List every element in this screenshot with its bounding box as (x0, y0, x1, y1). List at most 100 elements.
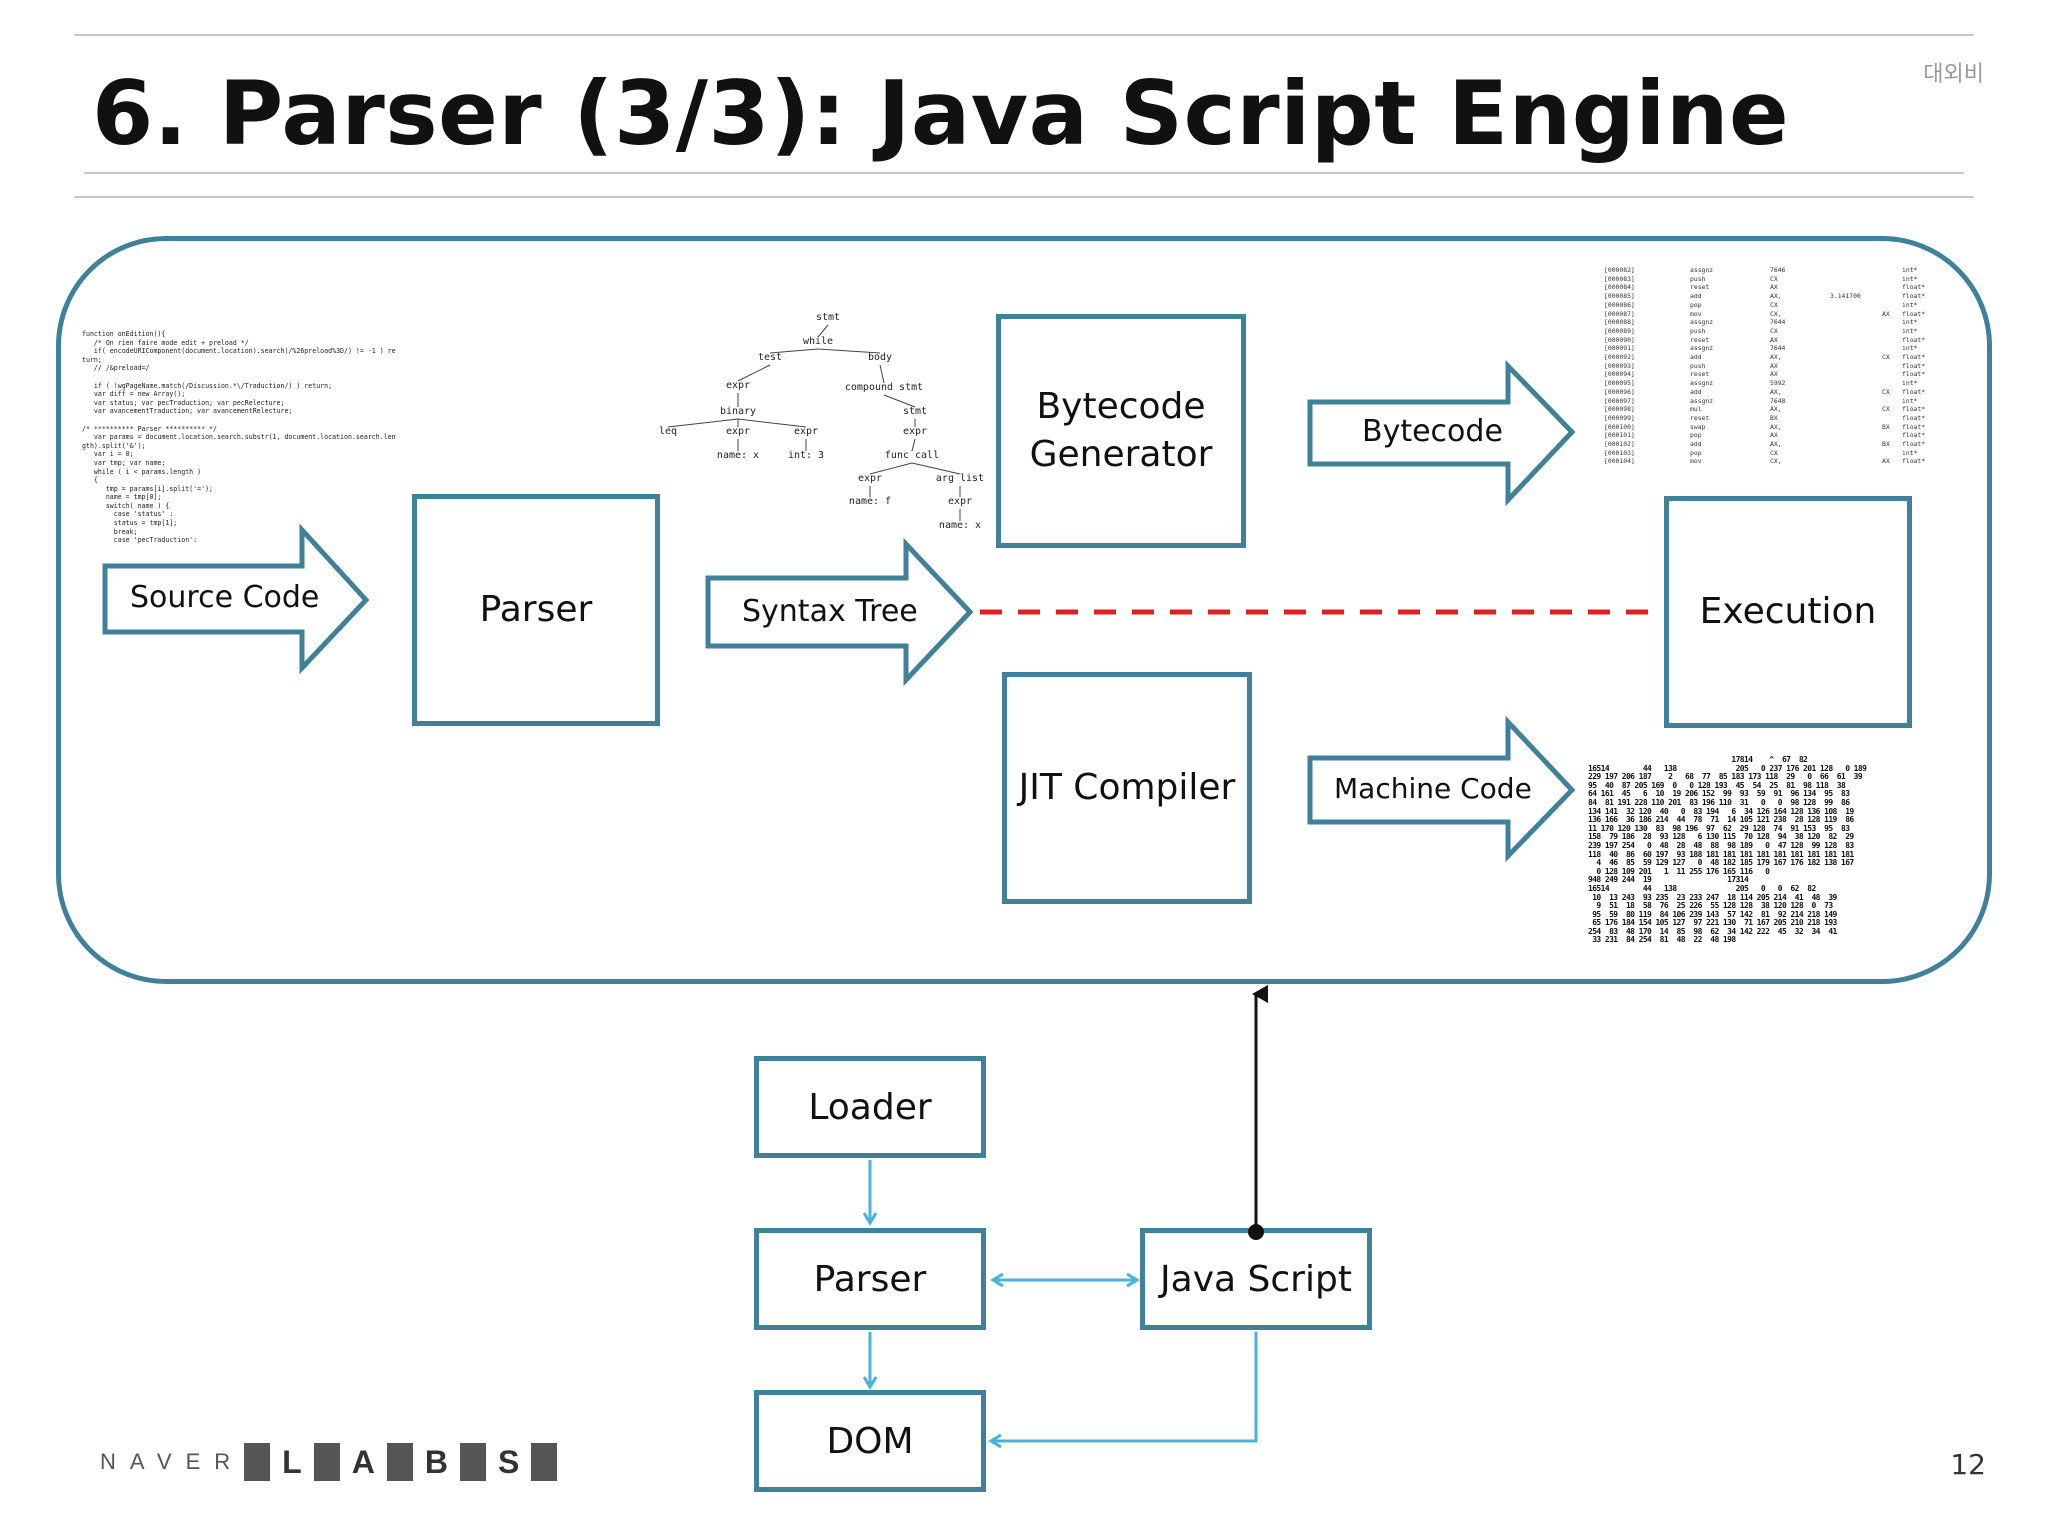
bytecode-cell: 3.141700 (1830, 292, 1861, 301)
bytecode-cell: AX (1770, 370, 1778, 379)
bytecode-cell: [000093] (1604, 361, 1635, 370)
logo-naver: NAVER (100, 1449, 245, 1474)
pipeline-parser-label: Parser (813, 1258, 927, 1300)
bytecode-cell: pop (1690, 448, 1702, 457)
bytecode-cell: int* (1902, 300, 1918, 309)
syntax-tree-node: name: f (848, 496, 892, 507)
bytecode-cell: [000101] (1604, 431, 1635, 440)
bytecode-cell: [000094] (1604, 370, 1635, 379)
bytecode-cell: float* (1902, 292, 1926, 301)
bytecode-arrow (1307, 359, 1576, 507)
syntax-tree-node: expr (947, 496, 973, 507)
bytecode-cell: [000089] (1604, 326, 1635, 335)
bytecode-cell: [000095] (1604, 379, 1635, 388)
bytecode-cell: reset (1690, 370, 1710, 379)
bytecode-cell: CX (1882, 353, 1890, 361)
syntax-tree-node: expr (725, 426, 751, 437)
bytecode-cell: add (1690, 440, 1702, 448)
bytecode-cell: reset (1690, 335, 1710, 344)
javascript-box: Java Script (1140, 1228, 1372, 1330)
source-code-snippet: function onEdition(){ /* On rien faire m… (82, 330, 396, 545)
bytecode-cell: [000091] (1604, 344, 1635, 353)
syntax-tree-edge (911, 438, 916, 452)
bytecode-cell: [000103] (1604, 448, 1635, 457)
syntax-tree-node: name: x (716, 450, 760, 461)
bytecode-arrow-label: Bytecode (1362, 414, 1503, 449)
bytecode-cell: [000086] (1604, 300, 1635, 309)
syntax-tree-edge (883, 394, 916, 408)
bytecode-cell: float* (1902, 405, 1926, 414)
loader-box: Loader (754, 1056, 986, 1158)
loader-label: Loader (808, 1086, 932, 1128)
bytecode-cell: BX (1882, 422, 1890, 431)
syntax-tree-edge (737, 364, 771, 382)
bytecode-cell: 7644 (1770, 318, 1786, 327)
bytecode-cell: CX (1770, 448, 1778, 457)
bytecode-cell: int* (1902, 326, 1918, 335)
bytecode-cell: int* (1902, 379, 1918, 388)
logo-letter-b: B (424, 1443, 448, 1480)
bytecode-cell: AX, (1770, 422, 1782, 431)
syntax-tree-edge (817, 348, 881, 354)
syntax-tree-node: leq (658, 426, 678, 437)
bytecode-cell: push (1690, 361, 1706, 370)
engine-container (56, 236, 1992, 984)
bytecode-cell: [000098] (1604, 405, 1635, 414)
bytecode-cell: CX, (1770, 457, 1782, 466)
top-divider (74, 34, 1974, 36)
machine-code-dump: 17814 ^ 67 82 16514 44 138 205 0 237 176… (1588, 755, 1867, 945)
syntax-tree-node: expr (857, 473, 883, 484)
bytecode-cell: AX, (1770, 292, 1782, 301)
syntax-tree-edge (879, 364, 885, 384)
bytecode-cell: [000096] (1604, 387, 1635, 396)
syntax-tree-node: stmt (902, 406, 928, 417)
syntax-tree-arrow (705, 537, 974, 687)
engine-parser-box: Parser (412, 494, 660, 726)
bytecode-cell: int* (1902, 318, 1918, 327)
logo-letter-a: A (351, 1443, 375, 1480)
bytecode-cell: add (1690, 353, 1702, 361)
syntax-tree-edge (911, 462, 961, 475)
bytecode-cell: float* (1902, 283, 1926, 292)
bytecode-cell: [000084] (1604, 283, 1635, 292)
jit-compiler-label: JIT Compiler (1018, 767, 1236, 808)
bytecode-cell: 5992 (1770, 379, 1786, 388)
syntax-tree-node: int: 3 (787, 450, 825, 461)
bytecode-cell: float* (1902, 370, 1926, 379)
bytecode-cell: [000082] (1604, 266, 1635, 274)
bytecode-cell: [000100] (1604, 422, 1635, 431)
bytecode-cell: [000088] (1604, 318, 1635, 327)
bytecode-cell: 7644 (1770, 344, 1786, 353)
bytecode-cell: CX (1770, 300, 1778, 309)
classification-label: 대외비 (1923, 62, 1984, 87)
bytecode-cell: CX (1882, 405, 1890, 414)
bytecode-cell: push (1690, 274, 1706, 283)
bytecode-cell: [000083] (1604, 274, 1635, 283)
bytecode-cell: AX, (1770, 387, 1782, 396)
syntax-tree-edge (667, 418, 739, 428)
bytecode-cell: CX (1770, 326, 1778, 335)
bytecode-cell: AX, (1770, 353, 1782, 361)
bytecode-cell: assgnz (1690, 379, 1714, 388)
machine-code-arrow-label: Machine Code (1334, 772, 1532, 805)
page-title: 6. Parser (3/3): Java Script Engine (92, 62, 1790, 165)
bytecode-generator-label-1: Bytecode (1036, 386, 1206, 427)
bytecode-cell: swap (1690, 422, 1706, 431)
bytecode-cell: 7648 (1770, 396, 1786, 405)
bytecode-cell: pop (1690, 300, 1702, 309)
syntax-tree-node: body (867, 352, 893, 363)
syntax-tree-arrow-label: Syntax Tree (742, 594, 918, 629)
bytecode-cell: float* (1902, 440, 1926, 448)
syntax-tree-edge (769, 348, 819, 354)
bytecode-cell: AX (1770, 361, 1778, 370)
syntax-tree-node: compound stmt (844, 382, 924, 393)
bytecode-cell: add (1690, 387, 1702, 396)
bytecode-cell: assgnz (1690, 344, 1714, 353)
execution-box: Execution (1664, 496, 1912, 728)
bytecode-cell: AX (1882, 457, 1890, 466)
syntax-tree-node: stmt (815, 312, 841, 323)
bytecode-cell: float* (1902, 309, 1926, 318)
title-underline (84, 172, 1964, 174)
bytecode-cell: float* (1902, 361, 1926, 370)
